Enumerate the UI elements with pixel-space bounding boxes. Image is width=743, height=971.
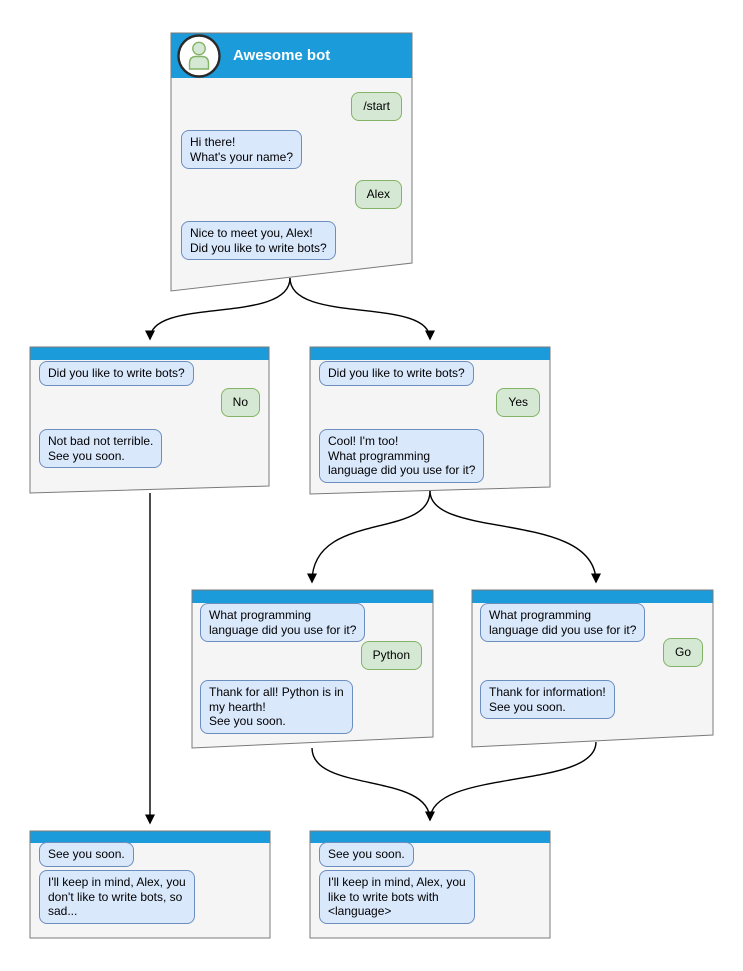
chat-window-start: Awesome bot /start Hi there! What's your… — [171, 33, 412, 291]
chat-bubble-bot: Did you like to write bots? — [39, 361, 194, 386]
chat-bubble-bot: Cool! I'm too! What programming language… — [319, 429, 485, 483]
chat-window-end-yes: See you soon. I'll keep in mind, Alex, y… — [310, 831, 550, 938]
chat-window-branch-python: What programming language did you use fo… — [192, 590, 433, 748]
chat-window-titlebar: Awesome bot — [171, 33, 412, 78]
chat-window-title: Awesome bot — [233, 47, 331, 64]
chat-bubble-bot: I'll keep in mind, Alex, you don't like … — [39, 870, 195, 924]
chat-bubble-user: Python — [360, 641, 422, 670]
chat-bubble-bot: What programming language did you use fo… — [200, 603, 366, 643]
chat-window-branch-go: What programming language did you use fo… — [472, 590, 713, 747]
connector-start-to-no — [145, 277, 291, 341]
chat-bubble-bot: I'll keep in mind, Alex, you like to wri… — [319, 870, 475, 924]
chat-window-end-no: See you soon. I'll keep in mind, Alex, y… — [30, 831, 270, 938]
chat-bubble-bot: Nice to meet you, Alex! Did you like to … — [181, 221, 336, 261]
chat-window-branch-no: Did you like to write bots? No Not bad n… — [30, 347, 269, 493]
chat-bubble-user: No — [220, 388, 260, 417]
chat-bubble-bot: Hi there! What's your name? — [181, 130, 303, 170]
connector-yes-to-go — [429, 490, 601, 584]
chat-bubble-user: Go — [662, 638, 703, 667]
bot-avatar-icon — [177, 34, 221, 78]
chat-bubble-user: Yes — [496, 388, 540, 417]
chat-bubble-bot: What programming language did you use fo… — [480, 603, 646, 643]
chat-bubble-bot: Did you like to write bots? — [319, 361, 474, 386]
connector-go-to-end — [425, 741, 597, 822]
connector-python-to-end — [311, 747, 431, 821]
connector-yes-to-python — [307, 490, 431, 584]
chat-bubble-bot: Thank for all! Python is in my hearth! S… — [200, 680, 353, 734]
connector-start-to-yes — [289, 277, 435, 341]
chat-bubble-bot: Not bad not terrible. See you soon. — [39, 429, 163, 469]
chat-bubble-user: /start — [351, 92, 402, 121]
chat-bubble-bot: See you soon. — [319, 842, 414, 867]
connectors-layer — [145, 277, 601, 825]
chat-bubble-bot: Thank for information! See you soon. — [480, 680, 615, 720]
chat-bubble-user: Alex — [354, 180, 402, 209]
chat-bubble-bot: See you soon. — [39, 842, 134, 867]
chat-window-branch-yes: Did you like to write bots? Yes Cool! I'… — [310, 347, 550, 494]
